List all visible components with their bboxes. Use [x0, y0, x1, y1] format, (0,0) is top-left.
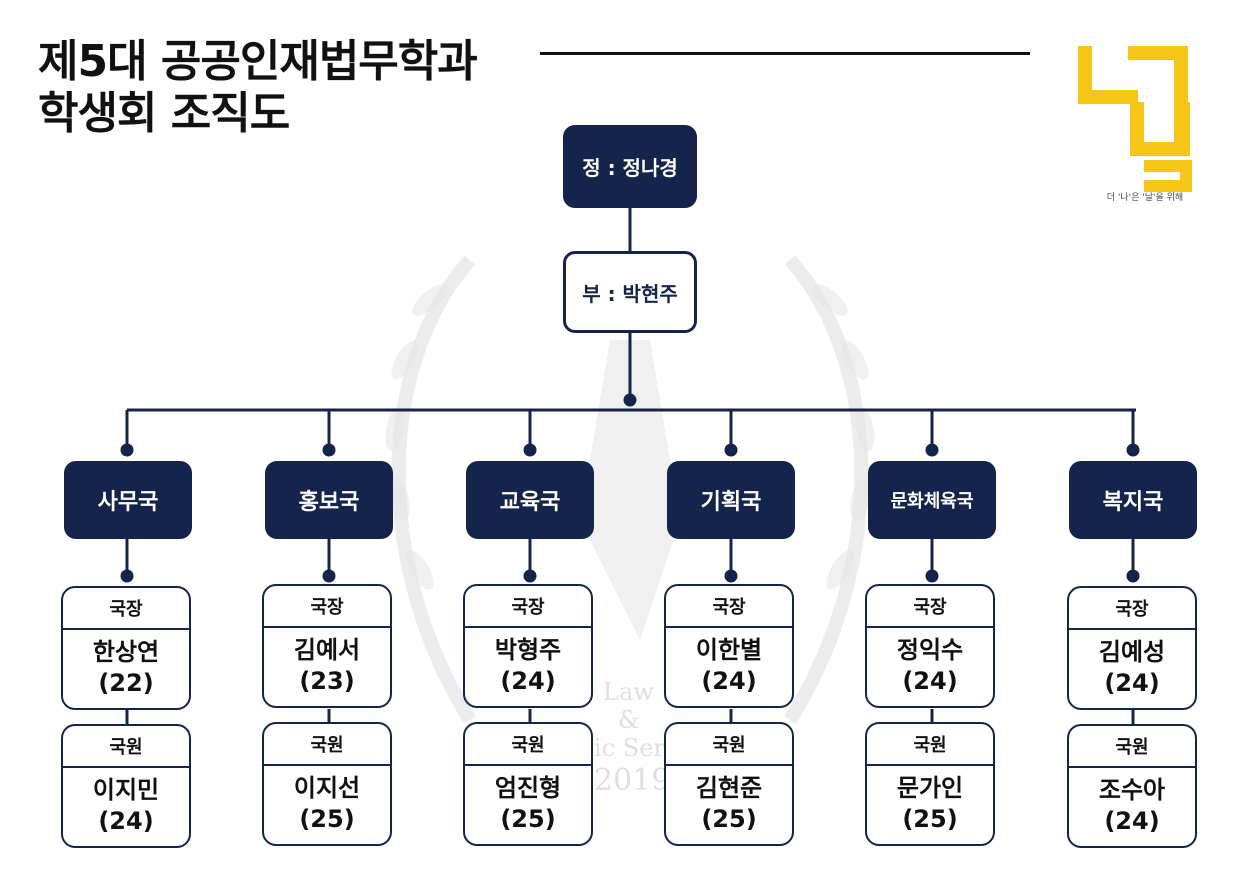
role-label: 국장 — [63, 588, 189, 630]
role-label: 국장 — [867, 586, 993, 628]
member-card: 국원 김현준 (25) — [664, 722, 794, 846]
person-age: (25) — [701, 805, 757, 833]
person-age: (24) — [902, 667, 958, 695]
person-age: (25) — [299, 805, 355, 833]
dept-box: 교육국 — [466, 461, 594, 539]
watermark-text-3: ic Ser — [594, 734, 665, 762]
person-name: 정익수 — [896, 636, 964, 664]
person-name: 김예성 — [1098, 638, 1166, 666]
vice-president-box: 부 : 박현주 — [563, 251, 697, 333]
watermark-text-1: Law — [603, 678, 654, 706]
person-age: (25) — [902, 805, 958, 833]
role-label: 국원 — [666, 724, 792, 766]
person-name: 이지선 — [293, 774, 361, 802]
person-age: (25) — [500, 805, 556, 833]
connector-2-4 — [322, 569, 336, 583]
role-label: 국원 — [264, 724, 390, 766]
person-age: (24) — [500, 667, 556, 695]
role-label: 국원 — [1069, 726, 1195, 768]
connector-1-4 — [120, 569, 134, 583]
member-card: 국원 조수아 (24) — [1067, 724, 1197, 848]
person-name: 이지민 — [92, 776, 160, 804]
member-card: 국원 엄진형 (25) — [463, 722, 593, 846]
dept-box: 홍보국 — [265, 461, 393, 539]
title-line-2: 학생회 조직도 — [38, 88, 290, 139]
nanal-logo — [1078, 46, 1192, 192]
person-name: 이한별 — [695, 636, 763, 664]
head-card: 국장 김예서 (23) — [262, 584, 392, 708]
member-card: 국원 이지선 (25) — [262, 722, 392, 846]
title-rule — [540, 52, 1030, 55]
watermark-text-4: 2019 — [594, 763, 670, 798]
dept-box: 복지국 — [1069, 461, 1197, 539]
role-label: 국장 — [666, 586, 792, 628]
connector-4-2 — [724, 443, 738, 457]
watermark-text-2: & — [618, 706, 639, 734]
person-name: 조수아 — [1098, 776, 1166, 804]
person-name: 한상연 — [92, 638, 160, 666]
person-age: (23) — [299, 667, 355, 695]
role-label: 국원 — [63, 726, 189, 768]
logo-tagline: 더 '나'은 '날'을 위해 — [1106, 193, 1184, 203]
person-age: (24) — [1104, 669, 1160, 697]
connector-3-4 — [523, 569, 537, 583]
role-label: 국장 — [465, 586, 591, 628]
person-age: (22) — [98, 669, 154, 697]
dept-box: 기획국 — [667, 461, 795, 539]
connector-4-4 — [724, 569, 738, 583]
person-name: 김예서 — [293, 636, 361, 664]
head-card: 국장 김예성 (24) — [1067, 586, 1197, 710]
connector-1-2 — [120, 443, 134, 457]
head-card: 국장 정익수 (24) — [865, 584, 995, 708]
president-box: 정 : 정나경 — [563, 125, 697, 208]
role-label: 국장 — [1069, 588, 1195, 630]
role-label: 국원 — [867, 724, 993, 766]
person-name: 엄진형 — [494, 774, 562, 802]
connector-6-2 — [1126, 443, 1140, 457]
page-title: 제5대 공공인재법무학과 학생회 조직도 — [38, 36, 478, 140]
connector-5-4 — [925, 569, 939, 583]
member-card: 국원 이지민 (24) — [61, 724, 191, 848]
person-name: 문가인 — [896, 774, 964, 802]
person-name: 김현준 — [695, 774, 763, 802]
connector-5-2 — [925, 443, 939, 457]
head-card: 국장 이한별 (24) — [664, 584, 794, 708]
person-age: (24) — [1104, 807, 1160, 835]
member-card: 국원 문가인 (25) — [865, 722, 995, 846]
connector-2-2 — [322, 443, 336, 457]
head-card: 국장 박형주 (24) — [463, 584, 593, 708]
connector-3-2 — [523, 443, 537, 457]
role-label: 국장 — [264, 586, 390, 628]
role-label: 국원 — [465, 724, 591, 766]
person-age: (24) — [98, 807, 154, 835]
person-age: (24) — [701, 667, 757, 695]
dept-box: 사무국 — [64, 461, 192, 539]
title-line-1: 제5대 공공인재법무학과 — [38, 36, 478, 87]
person-name: 박형주 — [494, 636, 562, 664]
dept-box: 문화체육국 — [868, 461, 996, 539]
head-card: 국장 한상연 (22) — [61, 586, 191, 710]
connector-6-4 — [1126, 569, 1140, 583]
